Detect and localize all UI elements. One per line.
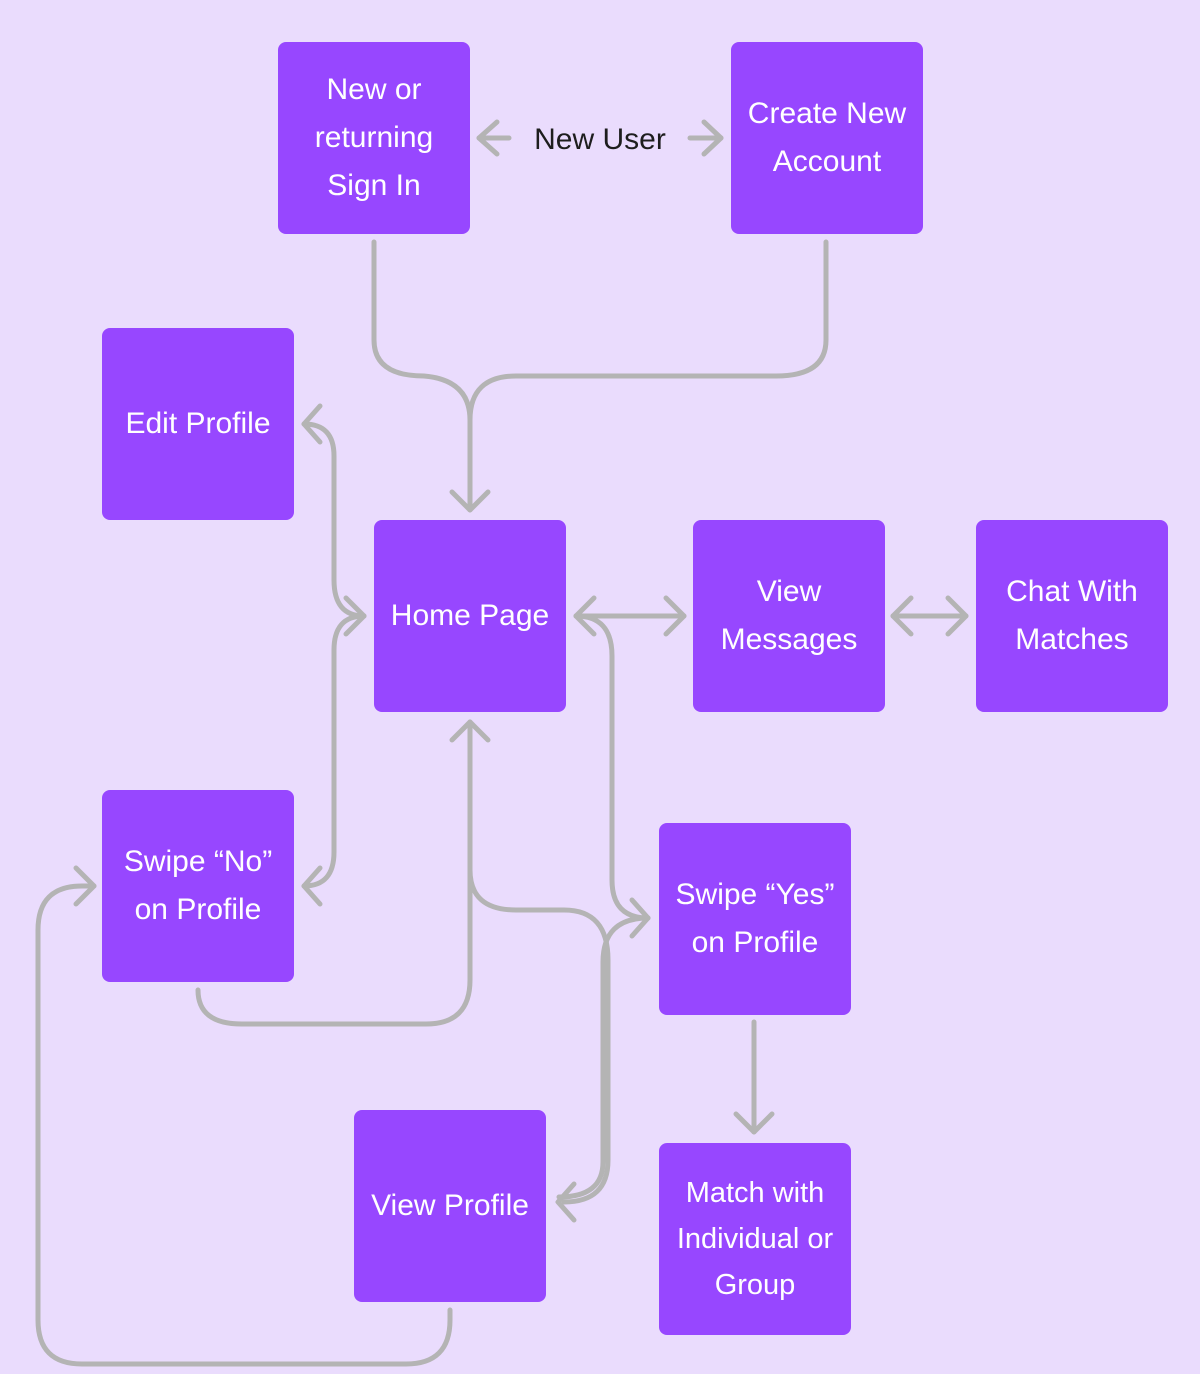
arrowhead-to-view-messages <box>663 595 687 637</box>
node-match-label: Match with Individual or Group <box>676 1177 834 1301</box>
node-match[interactable]: Match with Individual or Group <box>659 1143 851 1335</box>
arrowhead-to-view-messages-from-chat <box>890 595 914 637</box>
node-swipe-no-label: Swipe “No” on Profile <box>123 845 273 926</box>
connector-home-to-swipe-yes <box>573 613 651 921</box>
node-sign-in[interactable]: New or returning Sign In <box>278 42 470 234</box>
connector-home-to-swipe-no <box>301 613 367 889</box>
arrowhead-to-chat <box>945 595 969 637</box>
node-swipe-yes[interactable]: Swipe “Yes” on Profile <box>659 823 851 1015</box>
node-view-messages-label: View Messages <box>720 575 858 656</box>
node-create-account[interactable]: Create New Account <box>731 42 923 234</box>
node-chat-with-matches[interactable]: Chat With Matches <box>976 520 1168 712</box>
node-home-page[interactable]: Home Page <box>374 520 566 712</box>
node-chat-with-matches-label: Chat With Matches <box>1006 575 1138 656</box>
node-swipe-yes-label: Swipe “Yes” on Profile <box>675 878 835 959</box>
node-home-page-label: Home Page <box>390 599 550 632</box>
edge-label-new-user: New User <box>534 123 666 156</box>
arrowhead-to-view-profile <box>555 1181 577 1223</box>
connector-create-account-to-home <box>467 239 829 423</box>
arrowhead-down-to-home <box>449 489 491 513</box>
connector-view-profile-to-swipe-no <box>35 883 453 1367</box>
arrowhead-to-swipe-no <box>301 865 323 907</box>
connector-swipe-no-to-home <box>195 719 473 1027</box>
arrowhead-to-home-from-left <box>343 595 367 637</box>
node-edit-profile-label: Edit Profile <box>125 407 271 440</box>
node-view-profile-label: View Profile <box>371 1189 529 1222</box>
arrowhead-to-swipe-no-from-left <box>73 865 97 907</box>
node-swipe-no[interactable]: Swipe “No” on Profile <box>102 790 294 982</box>
node-view-profile[interactable]: View Profile <box>354 1110 546 1302</box>
arrowhead-right-to-create-account <box>701 119 724 157</box>
node-create-account-label: Create New Account <box>747 97 907 178</box>
node-sign-in-label: New or returning Sign In <box>314 73 434 202</box>
arrowhead-to-edit-profile <box>301 403 323 445</box>
arrowhead-down-to-match <box>733 1111 775 1135</box>
connector-home-to-edit-profile <box>301 421 367 619</box>
connector-swipe-yes-to-view-profile <box>556 915 651 1200</box>
arrowhead-up-to-home <box>449 719 491 743</box>
connector-sign-in-to-home <box>371 239 473 513</box>
node-view-messages[interactable]: View Messages <box>693 520 885 712</box>
connector-home-to-view-profile <box>467 867 611 1205</box>
node-edit-profile[interactable]: Edit Profile <box>102 328 294 520</box>
